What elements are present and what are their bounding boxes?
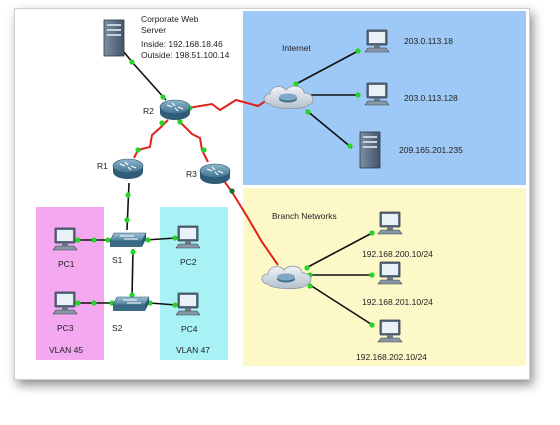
pc4-icon[interactable] [175, 292, 201, 316]
vlan47-label: VLAN 47 [176, 345, 210, 355]
server-inside-ip: Inside: 192.168.18.46 [141, 39, 223, 49]
switch-s2-icon[interactable] [112, 296, 150, 312]
pc2-label: PC2 [180, 257, 197, 267]
server-title-line2: Server [141, 25, 166, 35]
link-r3-branch-cloud [221, 177, 279, 266]
link-s2-pc4 [149, 302, 177, 306]
switch-s2-label: S2 [112, 323, 123, 333]
vlan45-label: VLAN 45 [49, 345, 83, 355]
link-r2-r3 [177, 119, 209, 163]
link-r2-cloud [187, 97, 271, 112]
branch-zone-label: Branch Networks [272, 211, 337, 221]
internet-zone-label: Internet [282, 43, 311, 53]
internet-host2-pc-icon[interactable] [364, 82, 390, 106]
branch-host2-label: 192.168.201.10/24 [362, 297, 433, 307]
switch-s1-label: S1 [112, 255, 123, 265]
link-bcloud-b1 [305, 231, 375, 269]
link-r1-s1 [126, 182, 130, 231]
server-outside-ip: Outside: 198.51.100.14 [141, 50, 230, 60]
switch-s1-icon[interactable] [109, 232, 147, 248]
internet-host1-pc-icon[interactable] [364, 29, 390, 53]
branch-host2-pc-icon[interactable] [377, 261, 403, 285]
pc3-label: PC3 [57, 323, 74, 333]
branch-host1-label: 192.168.200.10/24 [362, 249, 433, 259]
router-r3-icon[interactable] [199, 163, 231, 185]
router-r2-icon[interactable] [159, 99, 191, 121]
pc3-icon[interactable] [52, 291, 78, 315]
corporate-web-server-icon[interactable] [103, 19, 125, 57]
router-r1-icon[interactable] [112, 158, 144, 180]
link-cloud-host1 [295, 49, 361, 85]
internet-server-label: 209.165.201.235 [399, 145, 463, 155]
link-s1-s2 [131, 248, 134, 299]
pc2-icon[interactable] [175, 225, 201, 249]
internet-host1-label: 203.0.113.18 [404, 36, 453, 46]
internet-host2-label: 203.0.113.128 [404, 93, 458, 103]
link-cloud-server2 [305, 109, 353, 149]
router-r2-label: R2 [143, 106, 154, 116]
pc1-icon[interactable] [52, 227, 78, 251]
internet-server-icon[interactable] [359, 131, 381, 169]
branch-host1-pc-icon[interactable] [377, 211, 403, 235]
router-r3-label: R3 [186, 169, 197, 179]
router-r1-label: R1 [97, 161, 108, 171]
link-bcloud-b3 [309, 284, 375, 327]
pc1-label: PC1 [58, 259, 75, 269]
server-title-line1: Corporate Web [141, 14, 199, 24]
port-indicator-r3-serial [229, 188, 235, 194]
branch-host3-label: 192.168.202.10/24 [356, 352, 427, 362]
pc4-label: PC4 [181, 324, 198, 334]
branch-host3-pc-icon[interactable] [377, 319, 403, 343]
